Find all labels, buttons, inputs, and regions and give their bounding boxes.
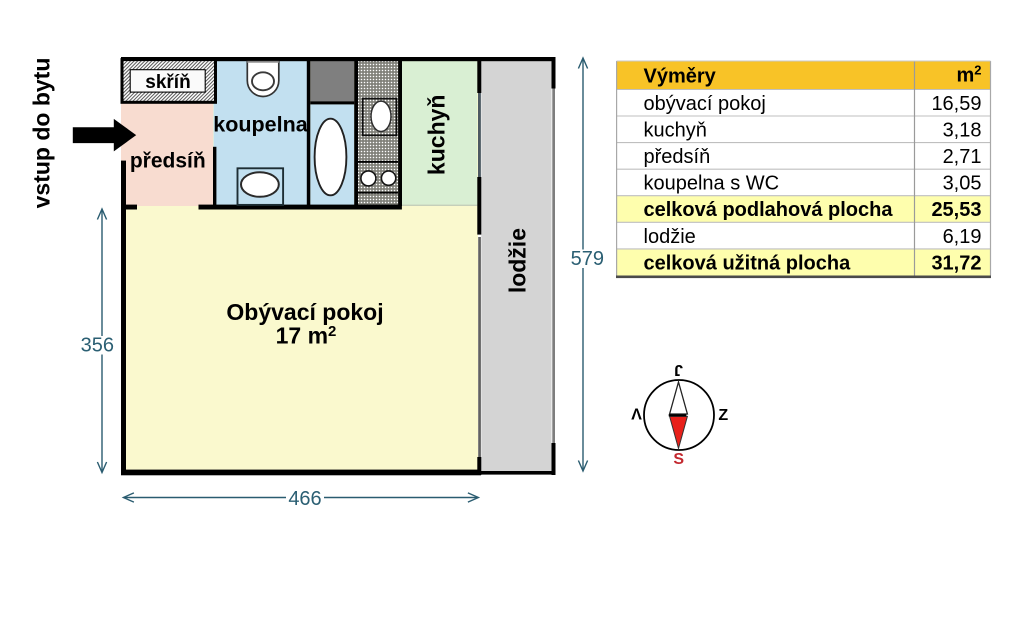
svg-text:koupelna s WC: koupelna s WC [644, 173, 780, 195]
svg-text:6,19: 6,19 [943, 226, 982, 248]
svg-text:celková podlahová plocha: celková podlahová plocha [644, 199, 894, 221]
svg-text:obývací pokoj: obývací pokoj [644, 93, 766, 115]
svg-text:Z: Z [718, 407, 728, 424]
svg-text:vstup do bytu: vstup do bytu [29, 58, 55, 209]
svg-text:kuchyň: kuchyň [644, 120, 707, 142]
svg-text:Výměry: Výměry [644, 66, 717, 88]
svg-text:kuchyň: kuchyň [424, 95, 450, 176]
svg-text:koupelna: koupelna [213, 112, 308, 136]
svg-text:25,53: 25,53 [931, 199, 981, 221]
svg-text:celková užitná plocha: celková užitná plocha [644, 252, 852, 274]
svg-text:skříň: skříň [145, 72, 190, 93]
svg-text:Obývací pokoj: Obývací pokoj [226, 299, 383, 325]
svg-text:m2: m2 [956, 63, 981, 87]
svg-text:356: 356 [81, 335, 114, 357]
svg-text:3,05: 3,05 [943, 173, 982, 195]
svg-text:3,18: 3,18 [943, 120, 982, 142]
svg-text:J: J [674, 361, 683, 378]
svg-text:předsíň: předsíň [130, 150, 206, 173]
svg-text:V: V [631, 405, 642, 422]
svg-text:lodžie: lodžie [505, 228, 531, 293]
svg-text:31,72: 31,72 [931, 252, 981, 274]
svg-text:2,71: 2,71 [943, 146, 982, 168]
svg-text:lodžie: lodžie [644, 226, 696, 248]
svg-text:S: S [673, 451, 684, 468]
svg-text:466: 466 [288, 488, 321, 510]
svg-text:579: 579 [571, 248, 604, 270]
svg-text:17 m2: 17 m2 [276, 323, 337, 349]
svg-text:16,59: 16,59 [931, 93, 981, 115]
svg-text:předsíň: předsíň [644, 146, 711, 168]
